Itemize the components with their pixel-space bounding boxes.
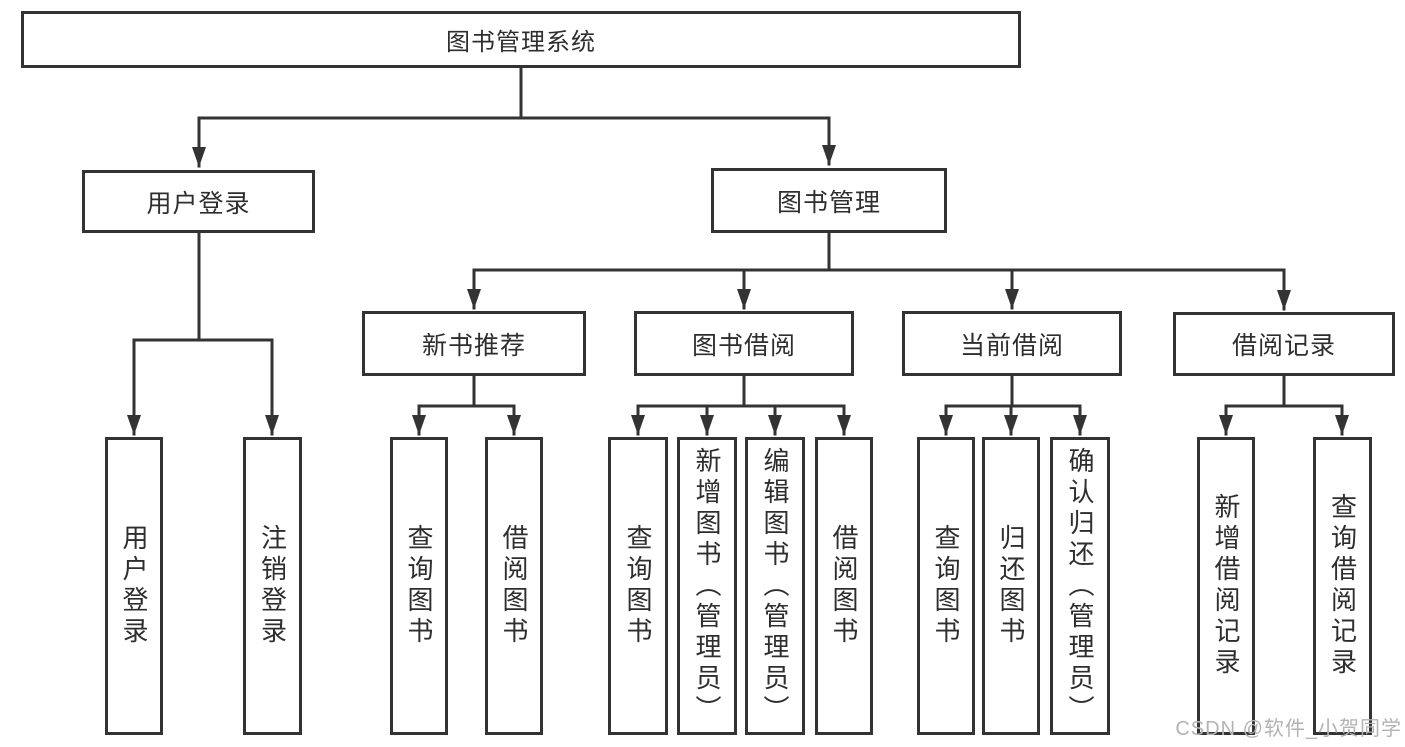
node-leaf-query-books-borrowing: 查询图书 xyxy=(608,437,668,735)
node-leaf-edit-books-admin: 编辑图书（管理员） xyxy=(745,437,805,735)
node-book-borrowing: 图书借阅 xyxy=(634,311,854,376)
node-leaf-add-borrow-record-label: 新增借阅记录 xyxy=(1211,493,1241,679)
node-leaf-edit-books-admin-label: 编辑图书（管理员） xyxy=(760,446,790,726)
node-new-book-recommend: 新书推荐 xyxy=(362,311,586,376)
node-leaf-borrow-books-recommend-label: 借阅图书 xyxy=(499,524,529,648)
node-leaf-query-books-recommend-label: 查询图书 xyxy=(404,524,434,648)
node-leaf-query-books-recommend: 查询图书 xyxy=(390,437,448,735)
node-leaf-add-books-admin: 新增图书（管理员） xyxy=(677,437,737,735)
node-leaf-add-books-admin-label: 新增图书（管理员） xyxy=(692,446,722,726)
csdn-watermark: CSDN @软件_小贺同学 xyxy=(1175,718,1402,740)
node-user-login: 用户登录 xyxy=(82,170,315,233)
node-leaf-user-login-label: 用户登录 xyxy=(119,524,149,648)
node-user-login-label: 用户登录 xyxy=(146,189,251,218)
node-leaf-query-borrow-record: 查询借阅记录 xyxy=(1313,437,1372,735)
node-book-management-label: 图书管理 xyxy=(776,188,881,217)
node-leaf-confirm-return-admin: 确认归还（管理员） xyxy=(1050,437,1110,735)
node-leaf-query-books-current-label: 查询图书 xyxy=(931,524,961,648)
node-leaf-return-books: 归还图书 xyxy=(982,437,1040,735)
node-leaf-query-books-borrowing-label: 查询图书 xyxy=(623,524,653,648)
node-current-borrowing-label: 当前借阅 xyxy=(959,331,1064,360)
node-current-borrowing: 当前借阅 xyxy=(902,311,1122,376)
node-root: 图书管理系统 xyxy=(21,11,1021,68)
node-leaf-confirm-return-admin-label: 确认归还（管理员） xyxy=(1065,446,1095,726)
node-leaf-logout: 注销登录 xyxy=(243,437,302,735)
node-leaf-borrow-books-label: 借阅图书 xyxy=(829,524,859,648)
node-leaf-borrow-books: 借阅图书 xyxy=(815,437,873,735)
node-leaf-user-login: 用户登录 xyxy=(105,437,163,735)
node-leaf-return-books-label: 归还图书 xyxy=(996,524,1026,648)
node-borrowing-records-label: 借阅记录 xyxy=(1231,332,1336,360)
node-borrowing-records: 借阅记录 xyxy=(1173,312,1395,376)
node-leaf-query-books-current: 查询图书 xyxy=(917,437,975,735)
node-leaf-logout-label: 注销登录 xyxy=(257,524,288,648)
node-leaf-add-borrow-record: 新增借阅记录 xyxy=(1197,437,1255,735)
node-book-management: 图书管理 xyxy=(711,168,947,233)
node-leaf-query-borrow-record-label: 查询借阅记录 xyxy=(1327,493,1358,679)
node-root-label: 图书管理系统 xyxy=(446,29,596,56)
node-new-book-recommend-label: 新书推荐 xyxy=(421,331,526,360)
node-leaf-borrow-books-recommend: 借阅图书 xyxy=(485,437,543,735)
node-book-borrowing-label: 图书借阅 xyxy=(691,331,796,360)
